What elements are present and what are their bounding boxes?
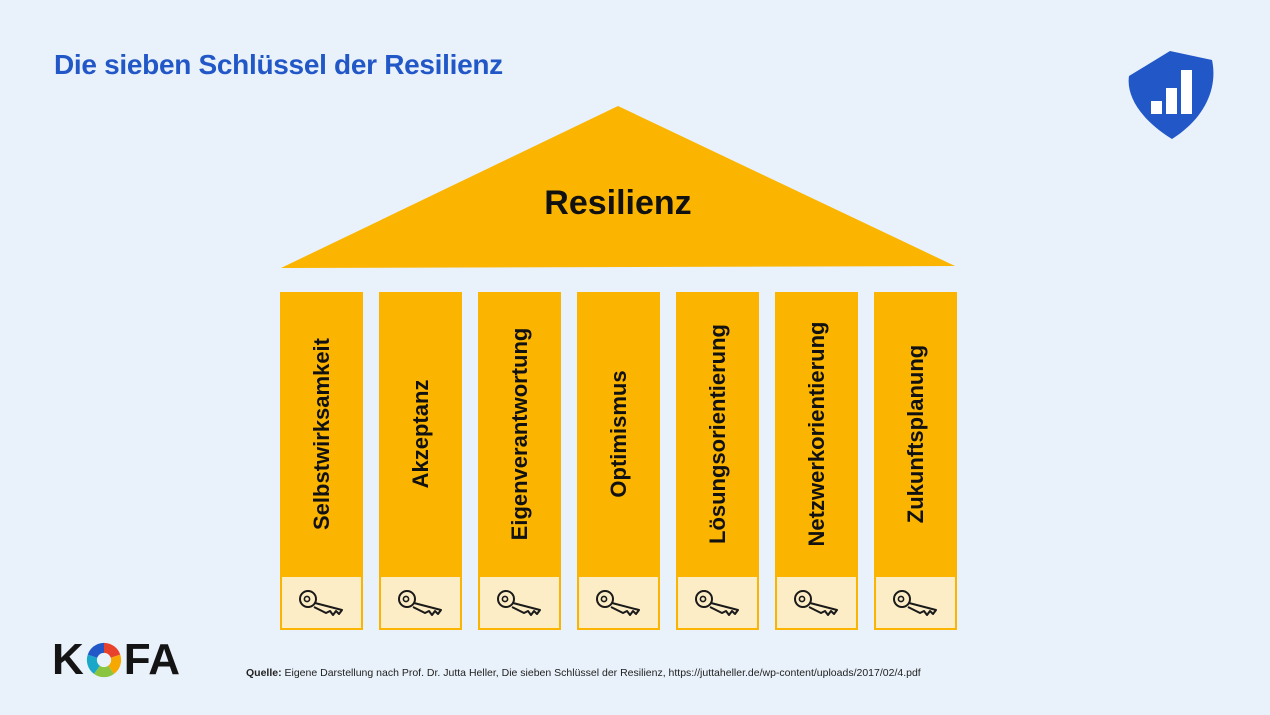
pillar-column: Optimismus bbox=[577, 292, 660, 575]
key-icon bbox=[398, 590, 442, 616]
pillar-zukunftsplanung: Zukunftsplanung bbox=[874, 292, 957, 630]
source-label: Quelle: bbox=[246, 667, 282, 679]
pillar-eigenverantwortung: Eigenverantwortung bbox=[478, 292, 561, 630]
logo-text-end: FA bbox=[123, 635, 181, 684]
bar-chart-shield-icon bbox=[1128, 51, 1214, 139]
pillar-column: Akzeptanz bbox=[379, 292, 462, 575]
pillar-base bbox=[676, 575, 759, 630]
key-icon bbox=[596, 590, 640, 616]
pillar-column: Selbstwirksamkeit bbox=[280, 292, 363, 575]
pillar-label: Selbstwirksamkeit bbox=[308, 338, 334, 530]
pillar-base bbox=[874, 575, 957, 630]
pillar-selbstwirksamkeit: Selbstwirksamkeit bbox=[280, 292, 363, 630]
temple-roof bbox=[281, 106, 955, 268]
page-title: Die sieben Schlüssel der Resilienz bbox=[54, 49, 503, 80]
source-citation: Quelle: Eigene Darstellung nach Prof. Dr… bbox=[246, 667, 921, 679]
pillar-optimismus: Optimismus bbox=[577, 292, 660, 630]
pillar-netzwerkorientierung: Netzwerkorientierung bbox=[775, 292, 858, 630]
key-icon bbox=[299, 590, 343, 616]
pillar-column: Eigenverantwortung bbox=[478, 292, 561, 575]
kofa-logo: K FA bbox=[52, 635, 181, 684]
key-icon bbox=[893, 590, 937, 616]
pillar-base bbox=[775, 575, 858, 630]
pillar-base bbox=[478, 575, 561, 630]
pillar-loesungsorientierung: Lösungsorientierung bbox=[676, 292, 759, 630]
source-text: Eigene Darstellung nach Prof. Dr. Jutta … bbox=[281, 667, 921, 679]
pillar-label: Netzwerkorientierung bbox=[803, 321, 829, 547]
roof-label: Resilienz bbox=[544, 184, 692, 222]
pillar-label: Akzeptanz bbox=[407, 379, 433, 489]
key-icon bbox=[497, 590, 541, 616]
pillar-column: Lösungsorientierung bbox=[676, 292, 759, 575]
pillar-column: Zukunftsplanung bbox=[874, 292, 957, 575]
pillar-column: Netzwerkorientierung bbox=[775, 292, 858, 575]
pillar-base bbox=[577, 575, 660, 630]
pillar-label: Optimismus bbox=[605, 370, 631, 498]
pillars-row: Selbstwirksamkeit Akzeptanz Eigenverantw… bbox=[280, 292, 957, 630]
pillar-label: Zukunftsplanung bbox=[902, 344, 928, 524]
logo-text-start: K bbox=[52, 635, 84, 684]
pillar-base bbox=[379, 575, 462, 630]
pillar-label: Eigenverantwortung bbox=[506, 327, 532, 541]
pillar-akzeptanz: Akzeptanz bbox=[379, 292, 462, 630]
pillar-base bbox=[280, 575, 363, 630]
key-icon bbox=[695, 590, 739, 616]
pillar-label: Lösungsorientierung bbox=[704, 324, 730, 544]
key-icon bbox=[794, 590, 838, 616]
aperture-icon bbox=[86, 642, 121, 678]
